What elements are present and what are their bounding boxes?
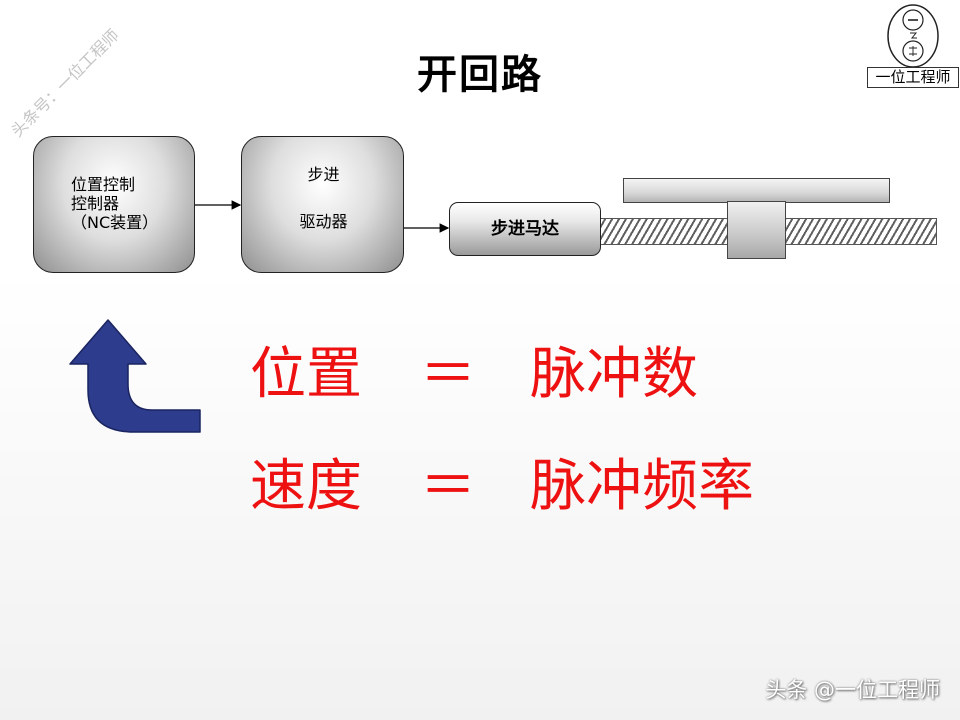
- controller-label-line1: 位置控制: [71, 175, 136, 194]
- screw-nut: [727, 201, 786, 259]
- controller-label: 位置控制 控制器 （NC装置）: [71, 175, 158, 232]
- equation-speed-equals: ＝: [420, 454, 476, 519]
- driver-label-line1: 步进: [307, 165, 340, 184]
- equation-position-equals: ＝: [420, 342, 476, 407]
- equation-speed-lhs: 速度: [250, 454, 362, 519]
- footer-watermark: 头条 @一位工程师: [765, 678, 940, 702]
- linear-rail: [623, 178, 890, 203]
- logo-caption: 一位工程师: [867, 67, 959, 88]
- logo: 一位工程师: [866, 2, 960, 88]
- driver-label-line2: 驱动器: [299, 212, 348, 231]
- stepper-driver-block: 步进 驱动器: [241, 136, 404, 273]
- signal-arrows: [195, 200, 450, 233]
- logo-emblem: [887, 4, 939, 68]
- equation-position-lhs: 位置: [250, 342, 362, 407]
- controller-label-line2: 控制器: [71, 194, 120, 213]
- equation-position-rhs: 脉冲数: [530, 342, 698, 407]
- position-controller-block: 位置控制 控制器 （NC装置）: [33, 136, 195, 273]
- equation-speed-rhs: 脉冲频率: [530, 454, 754, 519]
- slide-title: 开回路: [417, 52, 543, 98]
- controller-label-line3: （NC装置）: [71, 213, 159, 232]
- stepper-motor: 步进马达: [449, 202, 601, 256]
- curved-up-arrow-icon: [69, 319, 201, 433]
